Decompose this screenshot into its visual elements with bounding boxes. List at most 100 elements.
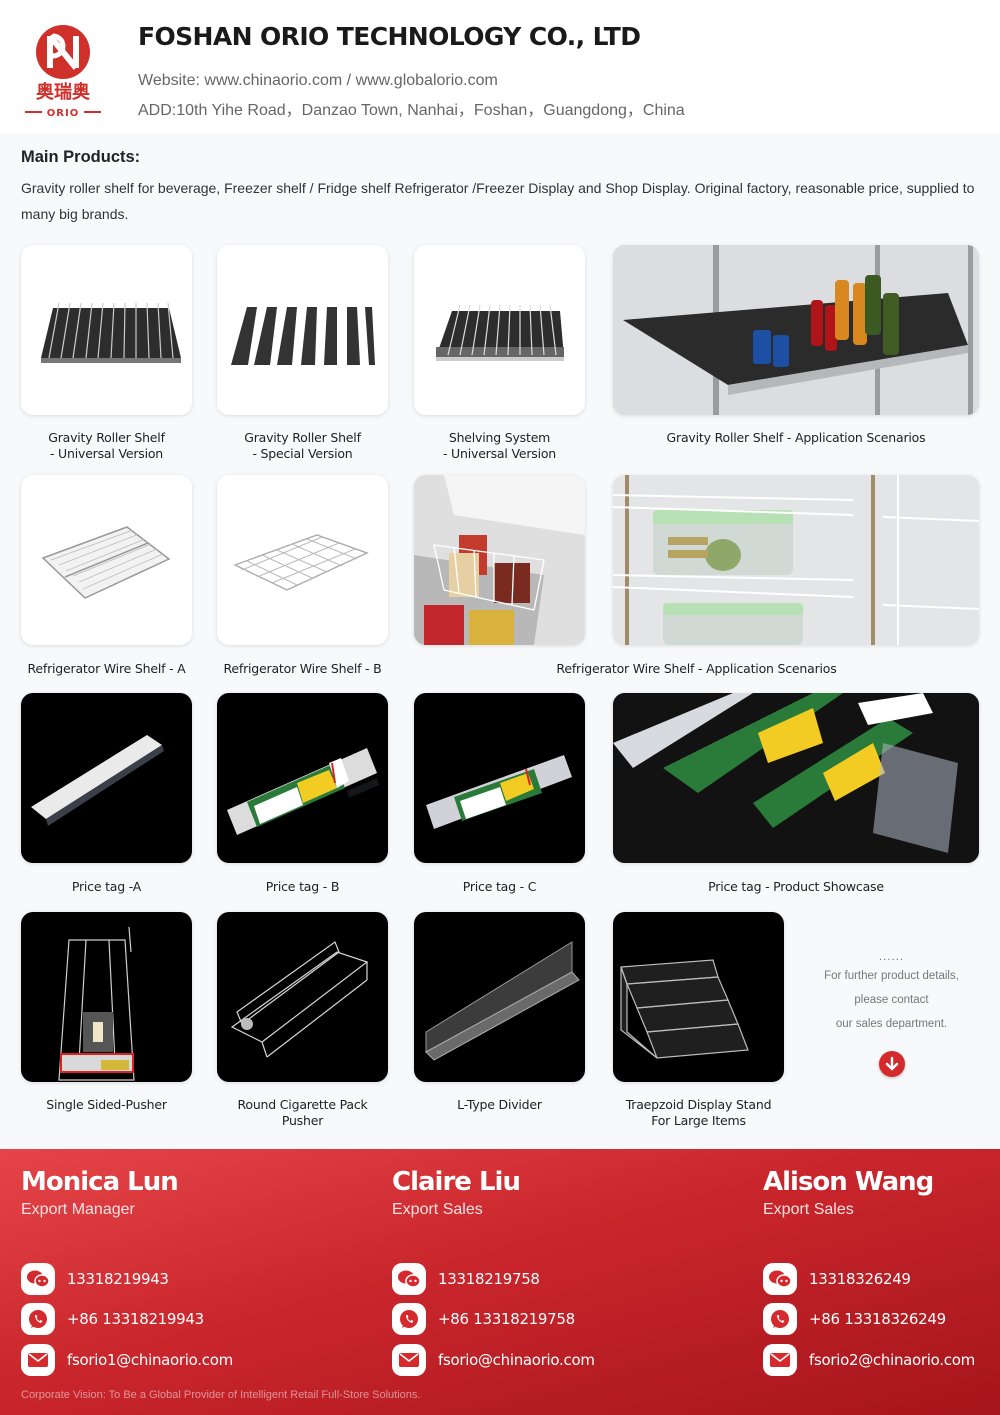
whatsapp-number[interactable]: +86 13318326249 [809,1310,946,1328]
wechat-number[interactable]: 13318219758 [438,1270,540,1288]
whatsapp-number[interactable]: +86 13318219758 [438,1310,575,1328]
arrow-down-circle-icon [885,1056,899,1071]
more-products-note: ...... For further product details, plea… [800,950,983,1036]
ellipsis: ...... [878,951,905,963]
product-image-price-tag-c[interactable] [414,693,585,863]
contact-role: Export Sales [392,1201,483,1218]
product-image-single-sided-pusher[interactable] [21,912,192,1082]
price-tag-showcase-image [613,693,979,863]
price-tag-b-image [227,748,379,835]
product-caption: Single Sided-Pusher [46,1097,167,1112]
svg-text:奥瑞奥: 奥瑞奥 [36,81,91,103]
product-caption: Shelving System - Universal Version [442,430,557,461]
contact-role: Export Manager [21,1201,135,1218]
product-image-price-tag-b[interactable] [217,693,388,863]
l-divider-image [425,941,580,1061]
wechat-icon [763,1263,797,1295]
product-caption: Price tag -A [71,879,142,894]
roller-shelf-image [41,302,181,363]
wire-shelf-b-image [233,534,369,591]
email-row[interactable]: fsorio1@chinaorio.com [21,1344,233,1376]
email-address[interactable]: fsorio@chinaorio.com [438,1351,595,1369]
product-image-l-type-divider[interactable] [414,912,585,1082]
product-image-price-tag-showcase[interactable] [613,693,979,863]
shelving-system-image [436,304,564,361]
product-image-gravity-roller-special[interactable] [217,245,388,415]
company-name: FOSHAN ORIO TECHNOLOGY CO., LTD [138,22,641,51]
product-image-wire-shelf-application[interactable] [613,475,979,645]
svg-text:ORIO: ORIO [47,108,79,118]
main-products-description: Gravity roller shelf for beverage, Freez… [21,180,975,222]
header: 奥瑞奥 ORIO FOSHAN ORIO TECHNOLOGY CO., LTD… [0,0,1000,133]
whatsapp-row[interactable]: +86 13318219943 [21,1303,204,1335]
contact-role: Export Sales [763,1201,854,1218]
whatsapp-row[interactable]: +86 13318219758 [392,1303,575,1335]
wechat-row[interactable]: 13318219758 [392,1263,540,1295]
price-tag-c-image [426,755,572,829]
product-caption: Refrigerator Wire Shelf - A [27,661,186,676]
wechat-number[interactable]: 13318219943 [67,1270,169,1288]
freezer-basket-image [414,475,585,645]
whatsapp-number[interactable]: +86 13318219943 [67,1310,204,1328]
contact-name: Claire Liu [392,1167,521,1197]
email-icon [763,1344,797,1376]
trapezoid-stand-image [620,959,749,1059]
contact-name: Alison Wang [763,1167,934,1197]
product-image-shelving-system[interactable] [414,245,585,415]
product-caption: Price tag - C [462,879,537,894]
scroll-down-button[interactable] [879,1051,905,1077]
price-tag-a-image [31,735,164,826]
email-address[interactable]: fsorio2@chinaorio.com [809,1351,975,1369]
product-caption: L-Type Divider [457,1097,542,1112]
orio-logo-icon: 奥瑞奥 ORIO [25,25,101,119]
wechat-row[interactable]: 13318219943 [21,1263,169,1295]
contact-footer: Monica Lun Export Manager 13318219943 +8… [0,1149,1000,1415]
product-caption: Refrigerator Wire Shelf - B [223,661,382,676]
product-image-gravity-roller-universal[interactable] [21,245,192,415]
contact-card-alison: Alison Wang Export Sales 13318326249 +86… [763,1167,1000,1376]
contact-card-monica: Monica Lun Export Manager 13318219943 +8… [21,1167,341,1376]
email-row[interactable]: fsorio2@chinaorio.com [763,1344,975,1376]
wechat-icon [21,1263,55,1295]
contact-name: Monica Lun [21,1167,179,1197]
whatsapp-row[interactable]: +86 13318326249 [763,1303,946,1335]
product-image-gravity-roller-application[interactable] [613,245,979,415]
more-line-1: For further product details, [824,970,959,982]
cigarette-pusher-image [230,941,369,1058]
contact-card-claire: Claire Liu Export Sales 13318219758 +86 … [392,1167,712,1376]
main-products-title: Main Products: [21,148,141,166]
wechat-icon [392,1263,426,1295]
product-image-price-tag-a[interactable] [21,693,192,863]
orio-logo: 奥瑞奥 ORIO [22,22,104,119]
email-row[interactable]: fsorio@chinaorio.com [392,1344,595,1376]
product-caption: Traepzoid Display Stand For Large Items [625,1097,772,1128]
whatsapp-icon [392,1303,426,1335]
company-address: ADD:10th Yihe Road，Danzao Town, Nanhai，F… [138,102,685,119]
product-image-freezer-basket[interactable] [414,475,585,645]
product-image-wire-shelf-a[interactable] [21,475,192,645]
website-links[interactable]: Website: www.chinaorio.com / www.globalo… [138,72,498,89]
product-image-wire-shelf-b[interactable] [217,475,388,645]
product-caption: Refrigerator Wire Shelf - Application Sc… [556,661,837,676]
wechat-number[interactable]: 13318326249 [809,1270,911,1288]
fridge-scene-image [613,475,979,645]
more-line-3: our sales department. [835,1018,948,1030]
corporate-vision: Corporate Vision: To Be a Global Provide… [21,1389,421,1401]
product-caption: Gravity Roller Shelf - Universal Version [48,430,165,461]
product-image-trapezoid-display-stand[interactable] [613,912,784,1082]
email-icon [21,1344,55,1376]
application-scene-image [613,245,979,415]
whatsapp-icon [21,1303,55,1335]
roller-shelf-special-image [231,307,375,365]
product-caption: Gravity Roller Shelf - Application Scena… [666,430,926,445]
product-caption: Gravity Roller Shelf - Special Version [244,430,361,461]
product-caption: Price tag - B [265,879,340,894]
more-line-2: please contact [854,994,929,1006]
wechat-row[interactable]: 13318326249 [763,1263,911,1295]
email-icon [392,1344,426,1376]
email-address[interactable]: fsorio1@chinaorio.com [67,1351,233,1369]
product-caption: Round Cigarette Pack Pusher [237,1097,368,1128]
wire-shelf-a-image [41,526,171,599]
whatsapp-icon [763,1303,797,1335]
product-image-cigarette-pusher[interactable] [217,912,388,1082]
